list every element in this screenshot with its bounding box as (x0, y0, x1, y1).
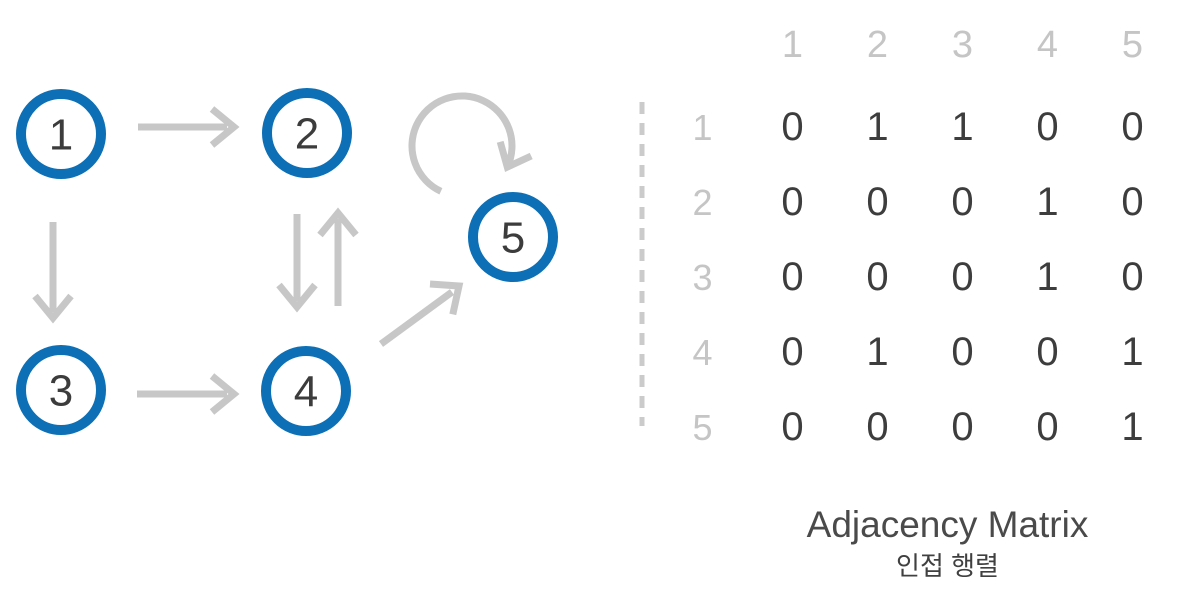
node-1: 1 (16, 89, 106, 179)
edge-1-3-arrow (32, 222, 74, 324)
matrix-cell: 0 (1121, 180, 1144, 224)
matrix-subtitle: 인접 행렬 (896, 551, 999, 581)
node-1-circle (16, 89, 106, 179)
matrix-cell: 1 (866, 330, 889, 374)
matrix-row-label: 2 (692, 181, 713, 223)
node-5-label: 5 (501, 214, 525, 263)
matrix-cell: 1 (866, 105, 889, 149)
matrix-cell: 0 (781, 405, 804, 449)
matrix-cell: 0 (866, 255, 889, 299)
matrix-body: 1 0 1 1 0 0 2 0 0 0 1 0 3 0 0 0 1 0 4 0 … (655, 90, 1175, 465)
matrix-col-header: 4 (1036, 23, 1059, 66)
matrix-cell: 1 (1121, 405, 1144, 449)
node-3-label: 3 (49, 367, 73, 416)
matrix-col-header: 5 (1121, 23, 1144, 66)
edge-1-2-arrow (138, 106, 240, 148)
matrix-cell: 1 (1036, 255, 1059, 299)
matrix-cell: 0 (1121, 105, 1144, 149)
matrix-cell: 0 (951, 405, 974, 449)
matrix-cell: 0 (781, 330, 804, 374)
node-4-circle (261, 346, 351, 436)
matrix-title: Adjacency Matrix (806, 504, 1089, 545)
edge-5-5-self-loop-arrow (408, 92, 533, 195)
matrix-col-header: 2 (866, 23, 889, 66)
node-5: 5 (468, 192, 558, 282)
matrix-row-label: 4 (692, 331, 713, 373)
matrix-cell: 0 (1036, 330, 1059, 374)
matrix-row-label: 3 (692, 256, 713, 298)
matrix-cell: 0 (866, 405, 889, 449)
matrix-header-row: 1 2 3 4 5 (655, 22, 1175, 68)
matrix-cell: 0 (1036, 105, 1059, 149)
node-2-label: 2 (295, 110, 319, 159)
matrix-cell: 0 (781, 180, 804, 224)
matrix-cell: 0 (951, 180, 974, 224)
matrix-cell: 0 (951, 255, 974, 299)
graph-canvas: 1 2 3 4 5 (16, 88, 645, 436)
edge-4-5-arrow (378, 280, 464, 347)
matrix-col-header: 1 (781, 23, 804, 66)
node-3: 3 (16, 345, 106, 435)
matrix-cell: 1 (1121, 330, 1144, 374)
edge-2-4-arrow (276, 214, 318, 313)
matrix-cell: 0 (951, 330, 974, 374)
node-5-circle (468, 192, 558, 282)
matrix-row-label: 5 (692, 406, 713, 448)
matrix-row-label: 1 (692, 106, 713, 148)
node-2-circle (262, 88, 352, 178)
matrix-cell: 0 (1036, 405, 1059, 449)
matrix-cell: 0 (1121, 255, 1144, 299)
node-3-circle (16, 345, 106, 435)
matrix-cell: 0 (781, 105, 804, 149)
edge-3-4-arrow (137, 373, 240, 415)
node-4-label: 4 (294, 368, 318, 417)
matrix-cell: 1 (1036, 180, 1059, 224)
matrix-cell: 1 (951, 105, 974, 149)
matrix-cell: 0 (866, 180, 889, 224)
node-4: 4 (261, 346, 351, 436)
matrix-cell: 0 (781, 255, 804, 299)
matrix-col-header: 3 (951, 23, 974, 66)
node-2: 2 (262, 88, 352, 178)
matrix-corner-spacer (655, 22, 750, 68)
matrix-caption: Adjacency Matrix 인접 행렬 (655, 503, 1182, 583)
node-1-label: 1 (49, 111, 73, 160)
edge-4-2-arrow (317, 207, 359, 306)
